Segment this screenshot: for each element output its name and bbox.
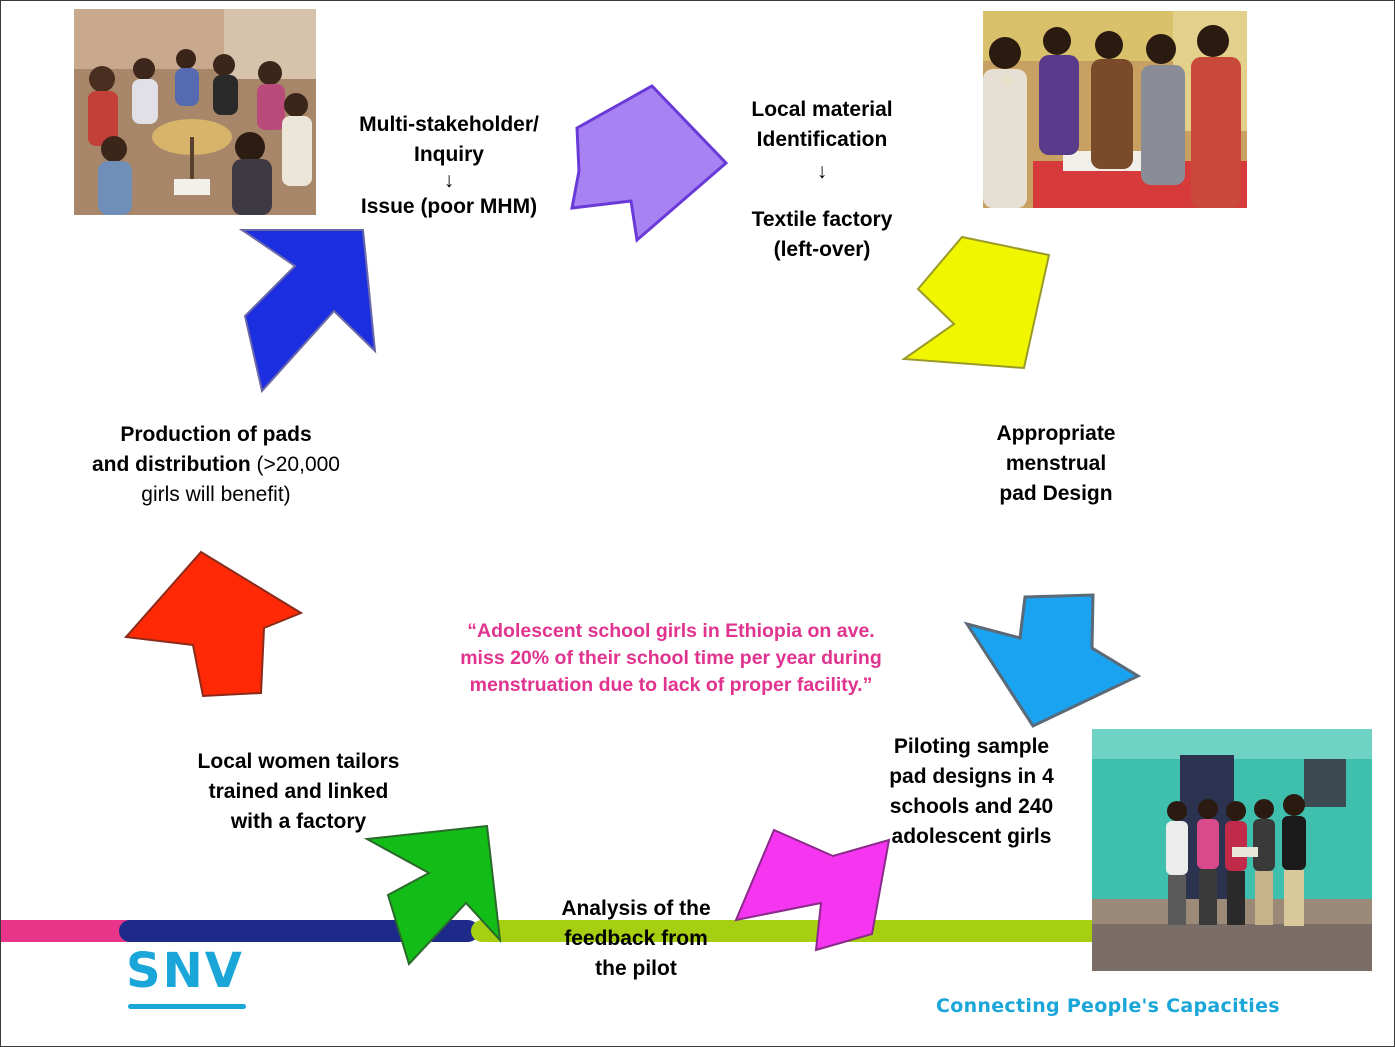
quote-line3: menstruation due to lack of proper facil…: [469, 674, 873, 696]
step-tailors-line1: Local women tailors: [197, 750, 400, 773]
quote-line2: miss 20% of their school time per year d…: [460, 647, 882, 669]
step-material-line3: Textile factory: [751, 208, 893, 231]
step-production: Production of pads and distribution (>20…: [61, 420, 371, 510]
step-production-line2-bold: and distribution: [92, 453, 251, 476]
women-workshop-photo: [983, 11, 1247, 208]
statistic-quote: “Adolescent school girls in Ethiopia on …: [381, 618, 961, 699]
step-tailors-line3: with a factory: [230, 810, 367, 833]
step-inquiry: Multi-stakeholder/ Inquiry ↓ Issue (poor…: [319, 110, 579, 222]
footer-bar-navy: [119, 920, 479, 942]
step-production-line3: girls will benefit): [141, 483, 291, 506]
snv-logo-underline: [128, 1004, 246, 1009]
step-analysis: Analysis of the feedback from the pilot: [521, 894, 751, 984]
footer-bar-pink: [1, 920, 151, 942]
step-analysis-line1: Analysis of the: [561, 897, 711, 920]
step-piloting-line2: pad designs in 4: [889, 765, 1054, 788]
blue-arrow: [238, 229, 377, 394]
step-material-line2: Identification: [756, 128, 888, 151]
step-piloting: Piloting sample pad designs in 4 schools…: [859, 732, 1084, 852]
step-inquiry-line1: Multi-stakeholder/: [359, 113, 539, 136]
step-design-line2: menstrual: [1005, 452, 1107, 475]
step-material: Local material Identification ↓ Textile …: [701, 95, 943, 265]
meeting-photo: [74, 9, 316, 215]
cyan-arrow: [963, 593, 1142, 728]
quote-line1: “Adolescent school girls in Ethiopia on …: [467, 620, 875, 642]
down-arrow-icon: ↓: [443, 169, 455, 192]
step-design: Appropriate menstrual pad Design: [951, 419, 1161, 509]
green-arrow: [363, 824, 502, 966]
step-analysis-line2: feedback from: [564, 927, 708, 950]
step-material-line4: (left-over): [773, 238, 871, 261]
step-material-line1: Local material: [751, 98, 893, 121]
step-inquiry-line3: Issue (poor MHM): [360, 195, 538, 218]
step-piloting-line1: Piloting sample: [893, 735, 1050, 758]
step-inquiry-line2: Inquiry: [413, 143, 484, 166]
down-arrow-icon: ↓: [816, 160, 828, 183]
step-analysis-line3: the pilot: [595, 957, 677, 980]
step-piloting-line3: schools and 240: [889, 795, 1054, 818]
tagline: Connecting People's Capacities: [936, 995, 1280, 1017]
step-tailors-line2: trained and linked: [208, 780, 389, 803]
step-production-line2-regular: (>20,000: [250, 453, 340, 476]
step-design-line3: pad Design: [999, 482, 1113, 505]
schoolgirls-photo: [1092, 729, 1372, 971]
red-arrow: [123, 550, 304, 698]
step-production-line2: and distribution (>20,000: [61, 450, 371, 480]
snv-logo: SNV: [126, 943, 244, 999]
step-piloting-line4: adolescent girls: [891, 825, 1052, 848]
step-design-line1: Appropriate: [996, 422, 1116, 445]
step-tailors: Local women tailors trained and linked w…: [161, 747, 436, 837]
step-production-line1: Production of pads: [120, 423, 312, 446]
